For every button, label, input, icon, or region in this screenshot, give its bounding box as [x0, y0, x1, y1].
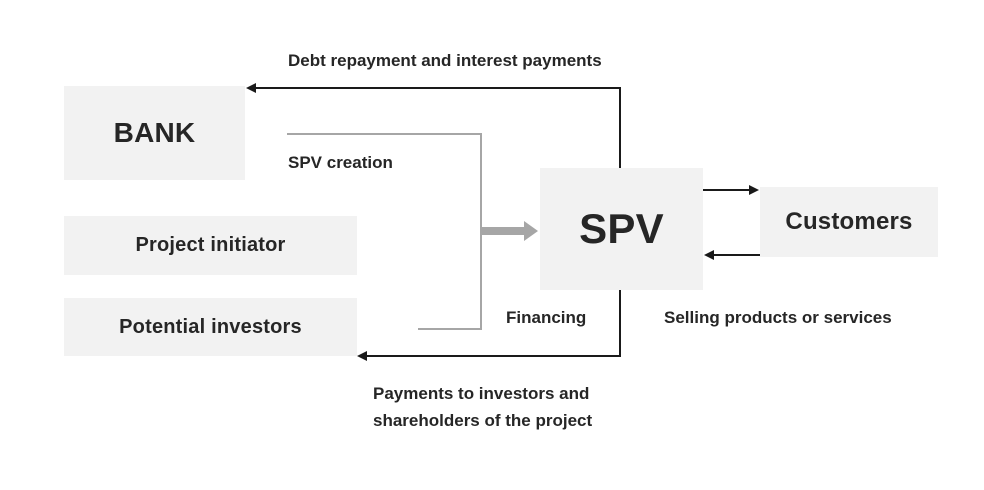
potential-investors-node: Potential investors — [64, 298, 357, 356]
spv-to-customers-arrowhead-right-icon — [749, 185, 759, 195]
spv-to-customers-line — [703, 189, 751, 191]
customers-to-spv-line — [712, 254, 760, 256]
payments-line-horizontal — [365, 355, 621, 357]
selling-products-label: Selling products or services — [664, 308, 892, 327]
thick-gray-arrow-body — [482, 227, 524, 235]
payments-label-line2: shareholders of the project — [373, 411, 593, 430]
spv-creation-line-bottom — [418, 328, 482, 330]
spv-creation-line-horizontal — [287, 133, 482, 135]
spv-node-label: SPV — [579, 205, 664, 252]
payments-label-line1: Payments to investors and — [373, 384, 590, 403]
debt-repayment-line-horizontal — [254, 87, 621, 89]
payments-to-investors-label: Payments to investors and shareholders o… — [373, 380, 592, 434]
financing-label: Financing — [506, 308, 587, 327]
spv-creation-label: SPV creation — [288, 153, 393, 172]
customers-node: Customers — [760, 187, 938, 257]
debt-repayment-arrowhead-left-icon — [246, 83, 256, 93]
customers-to-spv-arrowhead-left-icon — [704, 250, 714, 260]
spv-node: SPV — [540, 168, 703, 290]
customers-node-label: Customers — [785, 208, 913, 235]
thick-gray-arrowhead-right-icon — [524, 221, 538, 241]
project-initiator-node: Project initiator — [64, 216, 357, 275]
project-initiator-node-label: Project initiator — [135, 234, 286, 256]
potential-investors-node-label: Potential investors — [119, 315, 302, 338]
debt-repayment-label: Debt repayment and interest payments — [288, 51, 602, 70]
bank-node: BANK — [64, 86, 245, 180]
debt-repayment-line-vertical — [619, 87, 621, 168]
spv-creation-line-vertical — [480, 133, 482, 330]
payments-arrowhead-left-icon — [357, 351, 367, 361]
payments-line-vertical — [619, 290, 621, 357]
bank-node-label: BANK — [113, 117, 196, 148]
